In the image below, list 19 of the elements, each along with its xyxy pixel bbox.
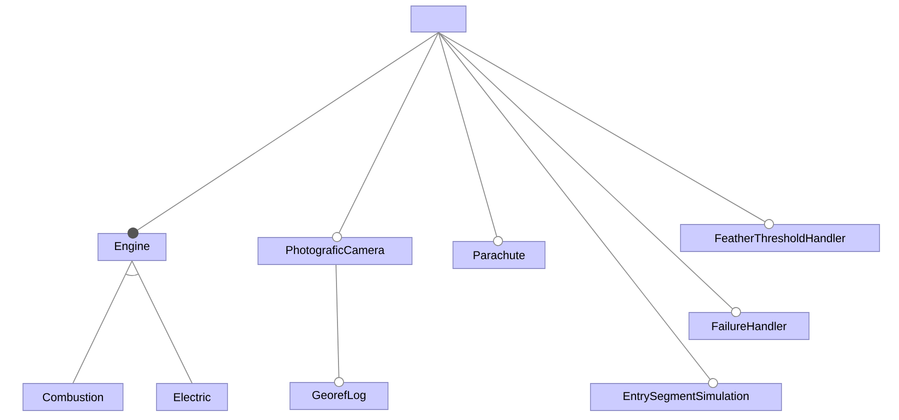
feature-box: Combustion — [22, 383, 124, 411]
feature-box: FeatherThresholdHandler — [680, 224, 880, 252]
connector — [132, 260, 192, 384]
connector — [438, 32, 741, 318]
connector — [334, 264, 344, 388]
connector — [332, 32, 439, 242]
feature-box: Engine — [98, 233, 166, 261]
feature-box: FailureHandler — [688, 312, 810, 340]
feature-box: Parachute — [452, 241, 546, 269]
connector — [72, 260, 132, 384]
feature-box: Electric — [156, 383, 228, 411]
feature-box: PhotograficCamera — [258, 237, 412, 265]
feature-box: EntrySegmentSimulation — [590, 383, 782, 411]
connector — [438, 32, 503, 246]
connector — [128, 32, 439, 239]
connector — [438, 32, 774, 230]
connector — [438, 32, 718, 388]
feature-box — [410, 6, 466, 32]
feature-box: GeorefLog — [290, 382, 388, 410]
